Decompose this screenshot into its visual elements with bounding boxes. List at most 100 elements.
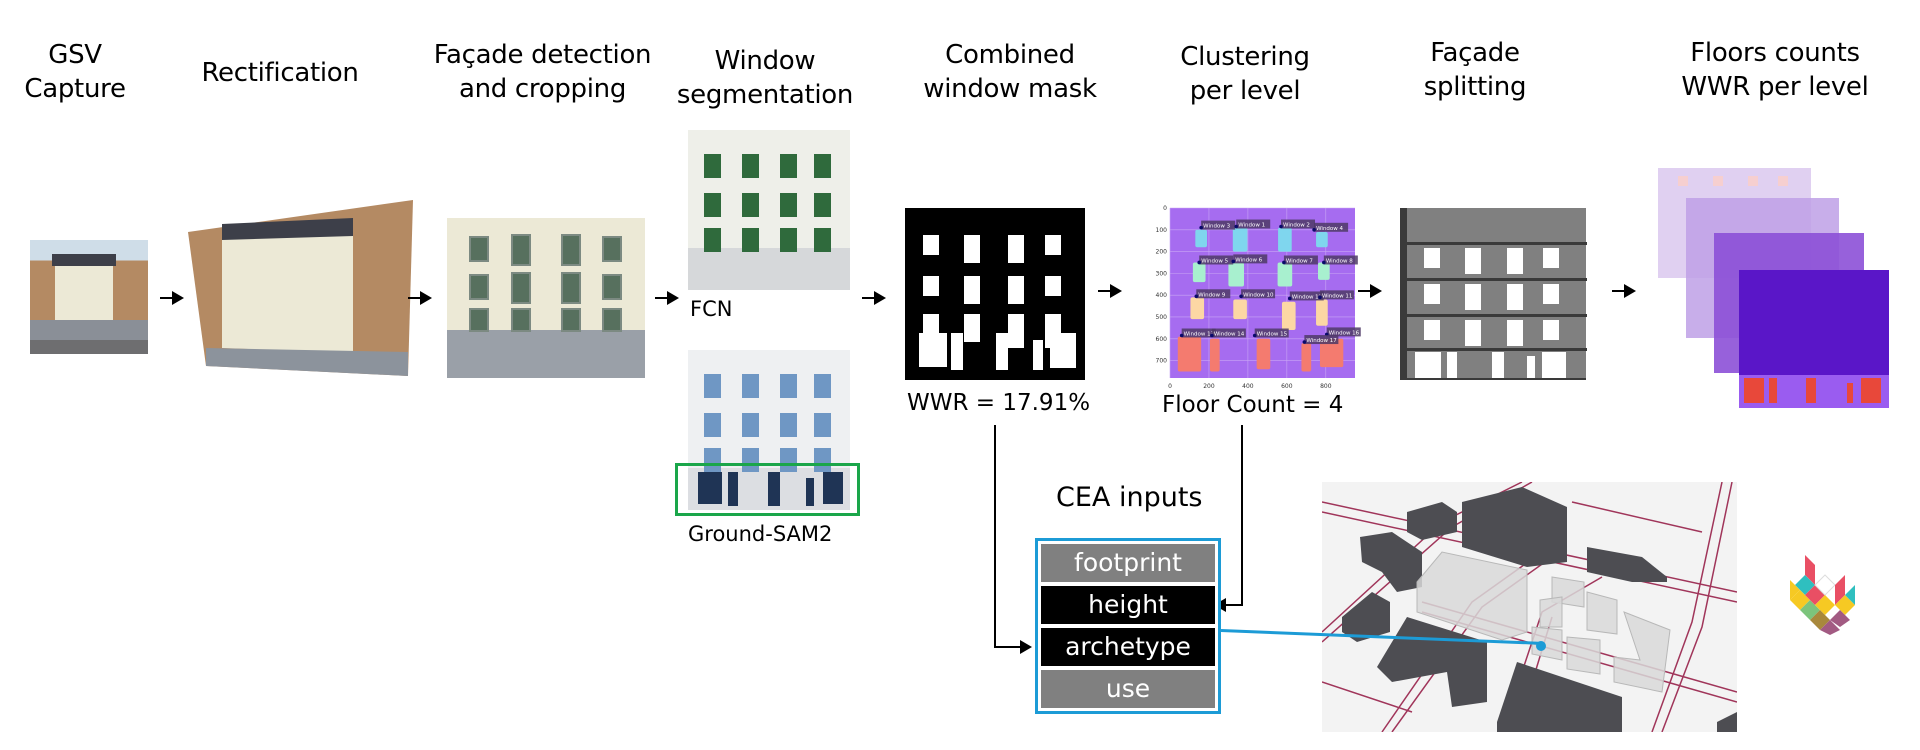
window-centroid bbox=[1312, 227, 1316, 232]
title-line: per level bbox=[1189, 76, 1301, 106]
logo-triangle bbox=[1820, 620, 1840, 635]
level-divider bbox=[1407, 314, 1587, 317]
window-label: Window 9 bbox=[1198, 292, 1225, 298]
window-label: Window 11 bbox=[1322, 293, 1352, 299]
step-title-facade-detection: Façade detection and cropping bbox=[420, 38, 665, 106]
title-line: and cropping bbox=[458, 74, 627, 104]
window-centroid bbox=[1194, 294, 1199, 299]
y-tick-label: 500 bbox=[1156, 314, 1168, 321]
window-label-box bbox=[1319, 290, 1354, 300]
building-facade bbox=[222, 228, 353, 353]
groundsam-shop-window bbox=[698, 472, 722, 504]
ground-window bbox=[1806, 378, 1816, 403]
groundsam-highlight-box bbox=[675, 463, 860, 516]
cea-inputs-box: footprint height archetype use bbox=[1035, 538, 1221, 714]
y-tick-label: 400 bbox=[1156, 292, 1168, 299]
connector-floor-horizontal bbox=[1222, 604, 1243, 606]
split-shop-window bbox=[1527, 356, 1535, 378]
facade-window bbox=[561, 272, 581, 304]
groundsam-window bbox=[704, 412, 722, 437]
x-tick-label: 200 bbox=[1203, 383, 1215, 390]
facade-window bbox=[561, 234, 581, 266]
mask-window bbox=[1007, 234, 1024, 263]
window-centroid bbox=[1231, 259, 1236, 264]
logo-triangle bbox=[1830, 610, 1850, 627]
fcn-window-mask bbox=[704, 154, 722, 179]
translucent-building bbox=[1416, 551, 1528, 641]
groundsam-window bbox=[704, 374, 722, 399]
translucent-building bbox=[1539, 596, 1563, 628]
step-title-gsv: GSV Capture bbox=[10, 38, 140, 106]
window-label: Window 5 bbox=[1201, 258, 1228, 264]
window-centroid bbox=[1287, 296, 1292, 301]
shopfront bbox=[688, 248, 850, 290]
shopfront bbox=[30, 320, 148, 340]
street-line bbox=[1322, 681, 1413, 713]
roof bbox=[52, 254, 116, 266]
mask-window bbox=[923, 275, 939, 296]
window-label-box bbox=[1236, 219, 1271, 229]
cluster-window bbox=[1301, 343, 1312, 372]
window-label: Window 6 bbox=[1235, 257, 1262, 263]
window-label-box bbox=[1281, 219, 1315, 229]
window-highlight bbox=[1678, 176, 1688, 186]
cluster-window bbox=[1190, 297, 1205, 320]
window-centroid bbox=[1302, 340, 1307, 344]
step-title-rectification: Rectification bbox=[185, 56, 375, 90]
facade-window bbox=[602, 308, 622, 332]
groundsam-window bbox=[814, 412, 832, 437]
title-line: splitting bbox=[1423, 72, 1527, 102]
x-tick-label: 400 bbox=[1242, 383, 1254, 390]
window-label: Window 10 bbox=[1243, 292, 1274, 298]
cluster-window bbox=[1278, 227, 1292, 252]
mask-window bbox=[1045, 275, 1062, 296]
window-label: Window 12 bbox=[1292, 294, 1322, 300]
level-divider bbox=[1407, 278, 1587, 281]
facade-window bbox=[511, 234, 531, 266]
window-label-box bbox=[1233, 254, 1268, 264]
split-window bbox=[1506, 248, 1523, 274]
step-title-clustering: Clustering per level bbox=[1150, 40, 1340, 108]
window-centroid bbox=[1322, 260, 1326, 265]
groundsam-shop-window bbox=[823, 472, 843, 504]
groundsam-shop-window bbox=[728, 472, 738, 506]
window-label: Window 15 bbox=[1257, 332, 1288, 338]
cluster-window bbox=[1232, 227, 1248, 252]
floor-count-label: Floor Count = 4 bbox=[1162, 392, 1344, 418]
title-line: GSV bbox=[48, 40, 102, 70]
mask-window bbox=[923, 234, 939, 255]
title-line: window mask bbox=[923, 74, 1097, 104]
fcn-window-mask bbox=[780, 192, 798, 217]
translucent-building bbox=[1531, 626, 1563, 661]
window-label-box bbox=[1211, 328, 1246, 338]
title-line: Rectification bbox=[201, 58, 359, 88]
cluster-window bbox=[1233, 299, 1247, 320]
split-window bbox=[1506, 284, 1523, 310]
mask-shop-window bbox=[1050, 333, 1076, 368]
window-centroid bbox=[1210, 333, 1214, 338]
dark-building bbox=[1360, 532, 1422, 592]
window-label: Window 8 bbox=[1326, 258, 1353, 264]
cluster-window bbox=[1277, 262, 1293, 287]
facade-window bbox=[602, 236, 622, 262]
title-line: segmentation bbox=[676, 80, 854, 110]
split-shop-window bbox=[1447, 352, 1457, 378]
flow-arrow bbox=[1612, 284, 1636, 298]
split-window bbox=[1424, 320, 1441, 340]
groundsam-shop-window bbox=[768, 472, 780, 506]
facade-window bbox=[469, 308, 489, 332]
title-line: Façade detection bbox=[433, 40, 652, 70]
flow-arrow bbox=[862, 291, 886, 305]
mask-window bbox=[964, 234, 981, 263]
cea-input-footprint: footprint bbox=[1041, 544, 1215, 582]
window-label-box bbox=[1304, 335, 1339, 345]
groundsam-window bbox=[741, 374, 759, 399]
floor-layer-4 bbox=[1739, 270, 1889, 408]
window-label: Window 17 bbox=[1306, 338, 1337, 344]
dark-building bbox=[1497, 662, 1622, 732]
window-centroid bbox=[1318, 295, 1322, 300]
mask-shop-window bbox=[951, 333, 963, 370]
logo-triangle bbox=[1790, 580, 1800, 600]
level-divider bbox=[1407, 348, 1587, 351]
title-line: Capture bbox=[24, 74, 126, 104]
